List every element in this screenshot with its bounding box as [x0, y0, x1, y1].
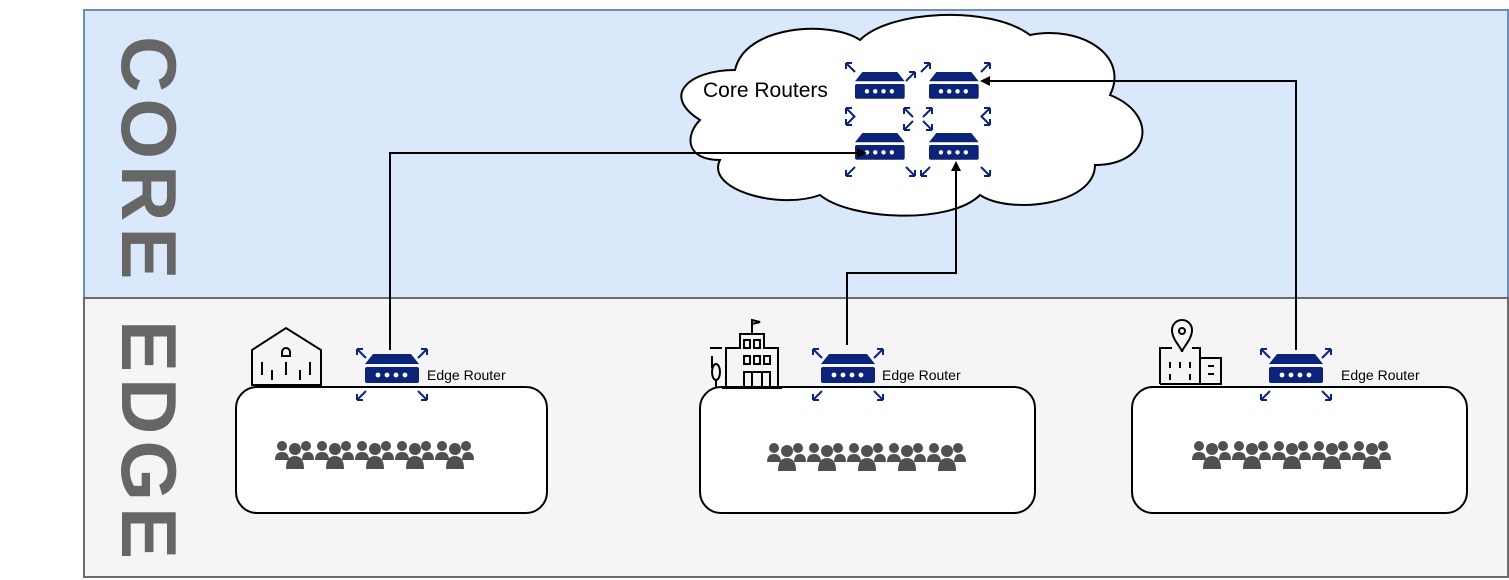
core-router-3 [855, 133, 905, 160]
core-layer-label: CORE [105, 36, 193, 286]
edge-router-label-1: Edge Router [427, 367, 506, 383]
core-router-2 [929, 72, 979, 99]
edge-router-3 [1260, 348, 1332, 401]
core-router-4 [929, 133, 979, 160]
edge-router-1 [356, 348, 428, 401]
connection-lines [389, 76, 1297, 350]
site-box-3 [1131, 386, 1468, 514]
school-building-icon [710, 318, 782, 389]
user-group-2 [767, 443, 966, 471]
edge-router-label-2: Edge Router [882, 367, 961, 383]
edge-layer-label: EDGE [105, 320, 193, 566]
house-building-icon [251, 326, 322, 386]
office-location-icon [1159, 319, 1222, 385]
user-group-1 [275, 441, 474, 469]
user-group-3 [1192, 441, 1391, 469]
core-router-1 [855, 72, 905, 99]
edge-router-2 [812, 348, 884, 401]
core-routers-label: Core Routers [703, 79, 828, 102]
edge-router-label-3: Edge Router [1341, 367, 1420, 383]
site-box-1 [235, 386, 548, 514]
